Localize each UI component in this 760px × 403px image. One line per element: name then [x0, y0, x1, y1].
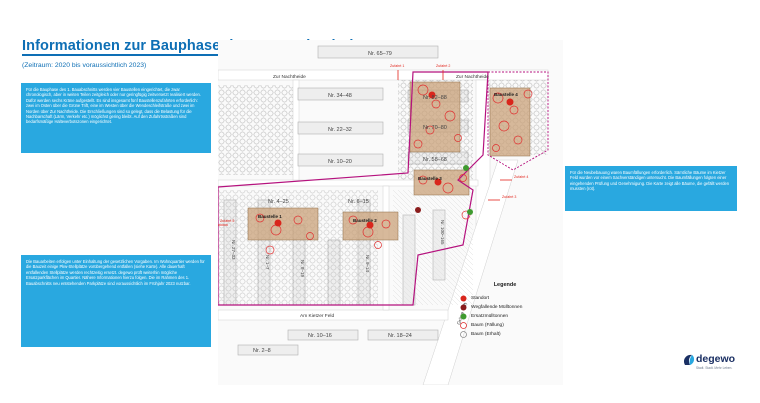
building-label-82: Nr. 82–88 [423, 95, 447, 101]
building-label-34: Nr. 34–48 [328, 93, 352, 99]
building-label-1016: Nr. 10–16 [308, 333, 332, 339]
building-label-6: Nr. 6–15 [348, 199, 369, 205]
building-label-4: Nr. 4–25 [268, 199, 289, 205]
access-labels: Zufahrt 1 Zufahrt 2 Zufahrt 3 Zufahrt 4 … [220, 64, 528, 223]
info-box-parking: Die Bauarbeiten erfolgen unter Einhaltun… [21, 255, 211, 347]
building-label-28: Nr. 2–8 [253, 348, 271, 354]
felled-tree-icon [459, 321, 467, 329]
building-label-914: Nr. 9–14 [365, 255, 370, 273]
kept-tree-icon [459, 330, 467, 338]
removed-bin-icon [459, 303, 467, 311]
building-label-65: Nr. 65–79 [368, 51, 392, 57]
building-label-1824: Nr. 18–24 [388, 333, 412, 339]
title-underline [22, 54, 312, 56]
project-boundary-east [487, 71, 549, 171]
logo-tagline: Stadt. Stadt. Mehr Leben. [696, 366, 733, 370]
project-boundary [218, 71, 489, 306]
degewo-logo[interactable]: degewo Stadt. Stadt. Mehr Leben. [683, 350, 745, 380]
building-label-17: Nr. 1–7 [265, 255, 270, 270]
location-markers [274, 91, 514, 229]
street-label-nachtheide-east: Zur Nachtheide [456, 74, 489, 80]
building-label-27: Nr. 27–33 [231, 240, 236, 260]
logo-wordmark: degewo [696, 353, 736, 365]
degewo-mark-icon [683, 354, 695, 365]
legend-item-standort: Standort [459, 294, 489, 302]
access-points [218, 70, 512, 226]
building-label-819: Nr. 8–19 [300, 260, 305, 278]
site-label-2: Baustelle 2 [353, 218, 377, 223]
access-label-4: Zufahrt 4 [514, 175, 528, 179]
map-legend: Legende Standort Wegfallende Mülltonnen … [455, 282, 555, 342]
site-label-3: Baustelle 3 [418, 176, 442, 181]
site-label-4: Baustelle 4 [494, 92, 518, 97]
access-label-3: Zufahrt 3 [502, 195, 516, 199]
info-box-trees: Für die Neubebauung waren Baumfällungen … [565, 166, 737, 211]
location-dot-icon [459, 294, 467, 302]
access-label-5: Zufahrt 5 [220, 219, 234, 223]
felled-trees [255, 84, 533, 255]
legend-title: Legende [493, 282, 517, 288]
legend-item-ersatz: Ersatzmülltonnen [459, 312, 508, 320]
page-subtitle: (Zeitraum: 2020 bis voraussichtlich 2023… [22, 62, 147, 69]
building-label-10: Nr. 10–20 [328, 159, 352, 165]
street-label-nachtheide: Zur Nachtheide [273, 74, 306, 80]
access-label-2: Zufahrt 2 [436, 64, 450, 68]
info-box-construction: Für die Bauphase des 1. Bauabschnitts we… [21, 83, 211, 153]
vertical-building-labels: Nr. 27–33 Nr. 1–7 Nr. 8–19 Nr. 9–14 Nr. … [231, 220, 445, 278]
street-label-kietzer-feld: Am Kietzer Feld [300, 313, 334, 319]
site-label-1: Baustelle 1 [258, 214, 282, 219]
site-map[interactable]: Zufahrt 1 Zufahrt 2 Zufahrt 3 Zufahrt 4 … [218, 40, 563, 385]
building-label-100: Nr. 100–165 [440, 220, 445, 245]
building-label-22: Nr. 22–32 [328, 127, 352, 133]
building-label-58: Nr. 58–68 [423, 157, 447, 163]
access-label-1: Zufahrt 1 [390, 64, 404, 68]
legend-item-erhalt: Baum (Erhalt) [459, 330, 501, 338]
replacement-bin-icon [459, 312, 467, 320]
construction-site-labels: Baustelle 1 Baustelle 2 Baustelle 3 Baus… [258, 92, 518, 223]
building-labels: Nr. 65–79 Nr. 34–48 Nr. 22–32 Nr. 10–20 … [253, 51, 447, 354]
legend-item-wegfallend: Wegfallende Mülltonnen [459, 303, 522, 311]
building-label-70: Nr. 70–80 [423, 125, 447, 131]
legend-item-faellung: Baum (Fällung) [459, 321, 504, 329]
